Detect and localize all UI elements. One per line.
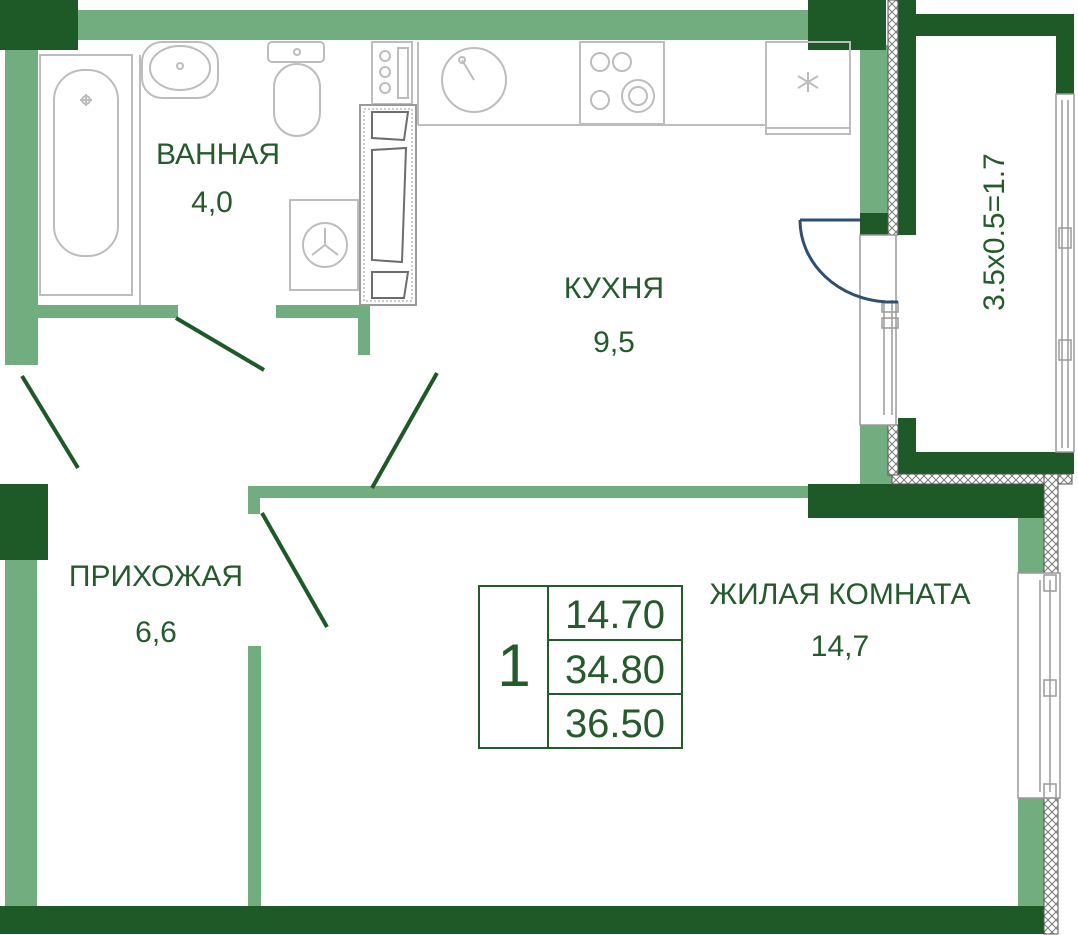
light-walls bbox=[5, 10, 1048, 910]
entrance-door-leaf bbox=[20, 374, 80, 470]
bathroom-bottom-wall-left bbox=[38, 305, 178, 318]
kitchen-living-partition bbox=[248, 486, 813, 498]
hatch-right-lower bbox=[1043, 797, 1059, 935]
partition-stub bbox=[248, 486, 260, 514]
hatch-kitchen-right bbox=[887, 0, 899, 236]
sink-icon bbox=[141, 41, 219, 99]
living-right-wall-top bbox=[1018, 518, 1048, 573]
hallway-area: 6,6 bbox=[135, 616, 177, 649]
balcony-dimension-label: 3.5x0.5=1.7 bbox=[978, 153, 1011, 311]
bathroom-wall-stub bbox=[358, 305, 370, 355]
kitchen-area: 9,5 bbox=[593, 326, 635, 359]
fridge-icon bbox=[765, 41, 851, 135]
living-area-value: 14.70 bbox=[565, 593, 665, 637]
balcony-left-wall bbox=[898, 0, 916, 235]
living-window bbox=[1017, 572, 1061, 799]
toilet-icon bbox=[267, 41, 325, 137]
rooms-count: 1 bbox=[497, 632, 530, 699]
total-with-balcony-value: 36.50 bbox=[565, 702, 665, 746]
ventilation-shaft bbox=[359, 104, 417, 306]
hatch-right-upper bbox=[1043, 473, 1059, 575]
kitchen-door-leaf bbox=[370, 372, 439, 489]
balcony-door-swing bbox=[798, 218, 898, 304]
kitchen-right-wall bbox=[860, 45, 892, 215]
hatch-kitchen-right-lower bbox=[887, 424, 899, 476]
area-summary-table: 1 14.70 34.80 36.50 bbox=[478, 585, 683, 749]
hatched-insulation bbox=[887, 0, 1073, 935]
bottom-wall bbox=[0, 906, 1044, 934]
living-area: 14,7 bbox=[811, 630, 869, 663]
balcony-right-wall bbox=[1056, 14, 1074, 94]
hallway-living-partition bbox=[248, 646, 261, 908]
room-labels: ВАННАЯ 4,0 КУХНЯ 9,5 ПРИХОЖАЯ 6,6 ЖИЛАЯ … bbox=[69, 138, 1011, 663]
kitchen-window bbox=[859, 234, 899, 426]
bathroom-bottom-wall-right bbox=[276, 305, 370, 318]
kitchen-sink-icon bbox=[441, 47, 507, 113]
washing-machine-icon bbox=[289, 199, 359, 291]
hatch-balcony-bottom bbox=[891, 473, 1073, 485]
balcony-bottom-wall bbox=[898, 452, 1074, 474]
kitchen-name: КУХНЯ bbox=[564, 272, 664, 305]
left-hallway-wall bbox=[5, 560, 37, 910]
living-top-right-wall bbox=[808, 484, 1044, 518]
fixtures bbox=[39, 41, 851, 306]
living-door-leaf bbox=[260, 512, 329, 628]
bathroom-area: 4,0 bbox=[191, 186, 233, 219]
corner-mid-left bbox=[0, 484, 48, 560]
door-swings bbox=[20, 316, 439, 628]
left-bathroom-wall bbox=[5, 45, 38, 365]
bathroom-name: ВАННАЯ bbox=[156, 138, 280, 171]
hallway-name: ПРИХОЖАЯ bbox=[69, 560, 243, 593]
stove-icon bbox=[579, 41, 665, 125]
balcony-window bbox=[1055, 93, 1075, 453]
bathtub-icon bbox=[39, 54, 141, 305]
living-right-wall-bottom bbox=[1018, 798, 1048, 908]
corner-top-left bbox=[0, 0, 78, 50]
balcony-top-wall bbox=[898, 14, 1074, 36]
windows bbox=[859, 93, 1075, 799]
bathroom-door-leaf bbox=[174, 316, 266, 372]
living-name: ЖИЛАЯ КОМНАТА bbox=[709, 578, 970, 611]
top-wall bbox=[40, 10, 810, 40]
kitchen-counter bbox=[371, 41, 766, 126]
total-area-value: 34.80 bbox=[565, 648, 665, 692]
